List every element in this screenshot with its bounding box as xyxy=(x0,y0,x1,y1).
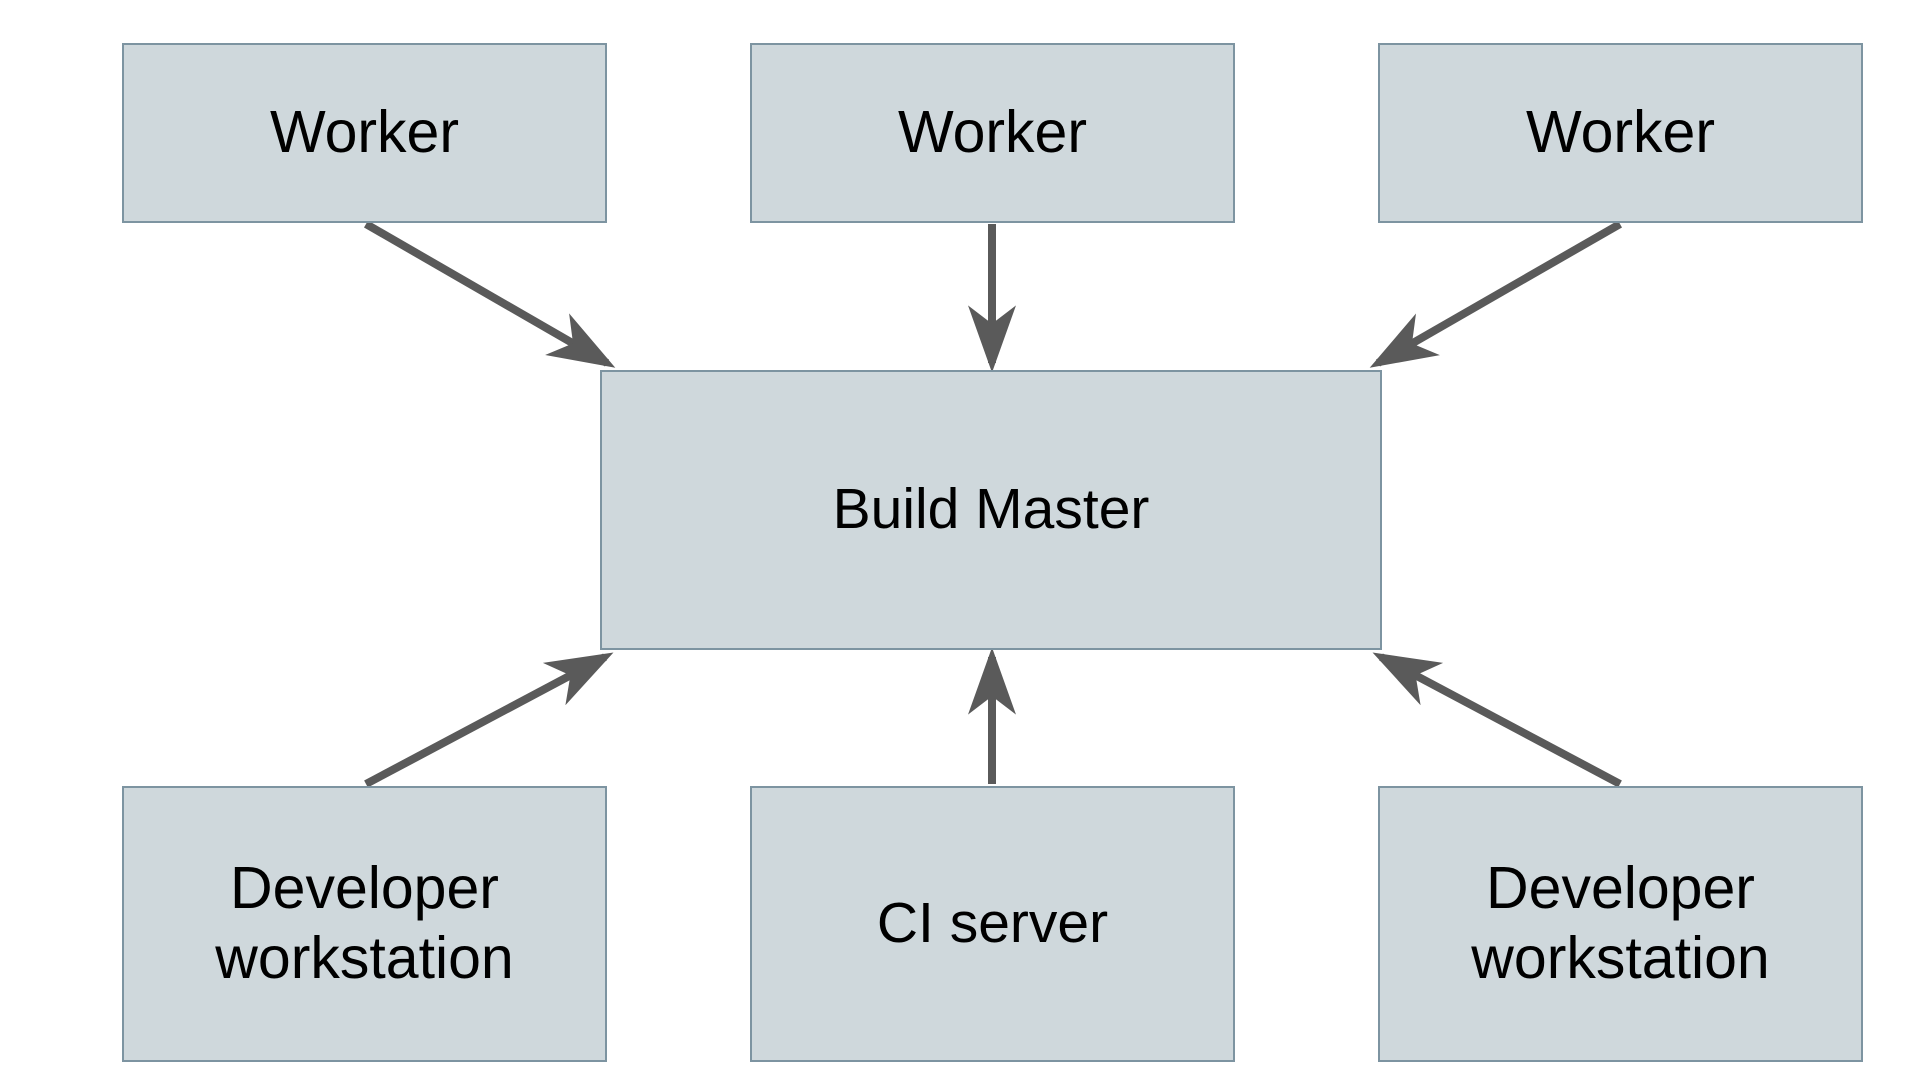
node-developer-workstation-1-label: Developer workstation xyxy=(215,855,514,991)
edge-developer-workstation-1-to-build-master xyxy=(364,652,614,788)
node-ci-server[interactable]: CI server xyxy=(750,786,1235,1062)
node-developer-workstation-2[interactable]: Developer workstation xyxy=(1378,786,1863,1062)
node-worker-2-label: Worker xyxy=(897,99,1088,166)
node-developer-workstation-2-label: Developer workstation xyxy=(1471,855,1770,991)
node-worker-3[interactable]: Worker xyxy=(1378,43,1863,223)
node-worker-1[interactable]: Worker xyxy=(122,43,607,223)
edge-developer-workstation-2-to-build-master xyxy=(1372,652,1622,788)
node-ci-server-label: CI server xyxy=(876,891,1109,956)
node-build-master[interactable]: Build Master xyxy=(600,370,1382,650)
node-worker-1-label: Worker xyxy=(269,99,460,166)
edge-worker-3-to-build-master xyxy=(1369,220,1622,368)
edge-worker-1-to-build-master xyxy=(364,220,616,368)
node-developer-workstation-1[interactable]: Developer workstation xyxy=(122,786,607,1062)
node-worker-2[interactable]: Worker xyxy=(750,43,1235,223)
node-worker-3-label: Worker xyxy=(1525,99,1716,166)
node-build-master-label: Build Master xyxy=(832,477,1150,542)
